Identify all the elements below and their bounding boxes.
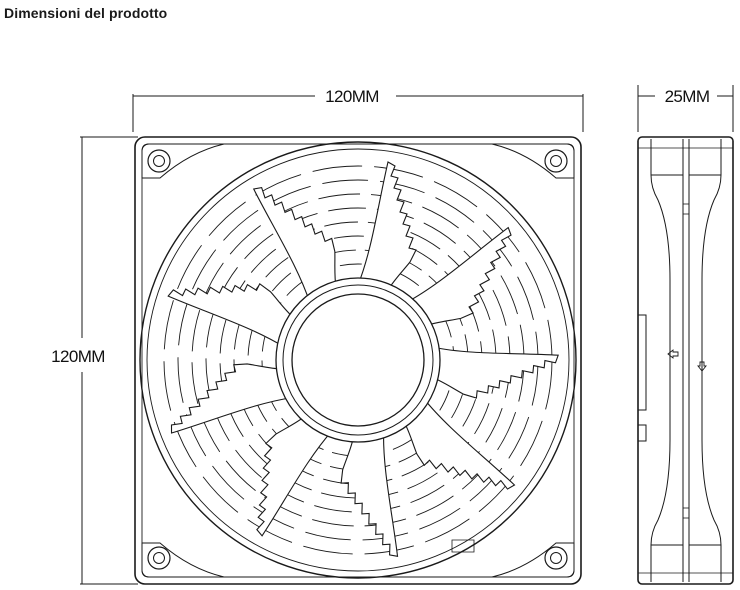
screw-hole-bottom-right (544, 546, 568, 570)
fan-front-view (134, 136, 582, 585)
screw-hole-bottom-left (147, 546, 171, 570)
fan-blades (156, 161, 564, 567)
height-label: 120MM (51, 347, 105, 366)
fan-blade (357, 161, 417, 291)
fan-hub (275, 277, 441, 443)
width-dimension (132, 94, 584, 132)
width-label: 120MM (325, 87, 379, 106)
depth-dimension (637, 85, 734, 132)
depth-label: 25MM (665, 87, 710, 106)
fan-side-view (637, 136, 734, 585)
airflow-arrow-icon (667, 349, 679, 359)
height-dimension (80, 136, 138, 585)
screw-hole-top-right (544, 149, 568, 173)
page-title: Dimensioni del prodotto (4, 5, 168, 21)
rotation-arrow-icon (697, 361, 707, 372)
screw-hole-top-left (147, 149, 171, 173)
